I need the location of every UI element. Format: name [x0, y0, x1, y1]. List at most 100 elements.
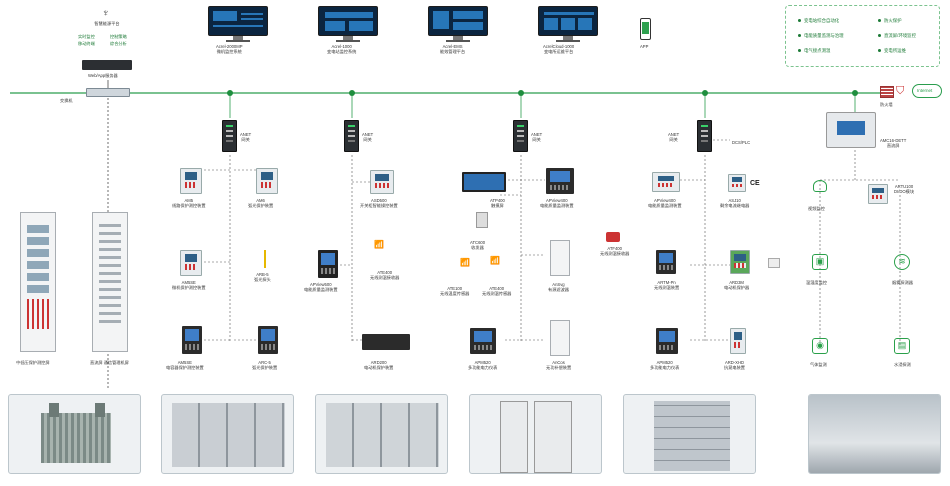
var-compensation-cabinet — [550, 320, 570, 356]
anti-sag-device — [730, 328, 746, 354]
bus-node — [702, 90, 708, 96]
device-label: 温湿度监控 — [806, 280, 827, 285]
server-icon — [82, 60, 132, 70]
monitor-icon — [208, 6, 268, 42]
transceiver-icon — [476, 212, 488, 228]
touch-screen — [462, 172, 506, 192]
arc-protection-device — [256, 168, 278, 194]
gateway-device — [697, 120, 712, 152]
smoke-detector-icon: ≋ — [894, 254, 910, 270]
cloud-tag: 控制策略 — [110, 34, 127, 39]
transformer-photo — [8, 394, 141, 474]
motor-protector — [730, 250, 750, 274]
legend-item: 电能质量监测与治理 — [798, 33, 844, 39]
shield-icon: ⛉ — [896, 85, 905, 97]
legend-item: 变电所运维 — [878, 48, 906, 54]
legend-item: 电气接点测温 — [798, 48, 830, 54]
gateway-device — [344, 120, 359, 152]
monitor-icon — [318, 6, 378, 42]
tower-icon: ♆ — [102, 8, 110, 19]
cloud-tag: 综合分析 — [110, 41, 127, 46]
dcs-label: DCS/PLC — [732, 140, 751, 145]
dc-panel-device — [826, 112, 876, 148]
cabinet — [20, 212, 56, 352]
power-meter — [470, 328, 496, 354]
gateway-device — [513, 120, 528, 152]
firewall-icon — [880, 86, 894, 98]
protection-relay — [180, 168, 202, 194]
switch-control-device — [370, 170, 394, 194]
residual-current-relay — [728, 174, 746, 192]
switchgear-photo — [315, 394, 448, 474]
cabinet-label: 中低压保护测控屏 — [16, 360, 50, 365]
wifi-icon: 📶 — [490, 256, 500, 265]
protection-relay — [180, 250, 202, 276]
temperature-device — [656, 250, 676, 274]
sensor-module-icon — [768, 258, 780, 268]
monitor-icon — [538, 6, 598, 42]
bus-node — [349, 90, 355, 96]
bus-node — [227, 90, 233, 96]
power-quality-meter — [546, 168, 574, 194]
internet-label: Internet — [917, 88, 933, 93]
active-filter-cabinet — [550, 240, 570, 276]
feature-legend: 变电站综合自动化 电能质量监测与治理 电气接点测温 防火保护 直流屏/环境监控 … — [785, 5, 940, 67]
internet-cloud-icon: Internet — [912, 84, 942, 98]
switchgear-photo — [161, 394, 294, 474]
bus-node — [518, 90, 524, 96]
wifi-icon: 📶 — [374, 240, 384, 249]
ce-mark-icon: CE — [750, 180, 760, 187]
legend-item: 直流屏/环境监控 — [878, 33, 916, 39]
io-module — [868, 184, 888, 204]
protection-relay — [182, 326, 202, 354]
app-label: APP — [640, 44, 649, 49]
power-quality-meter — [318, 250, 338, 278]
server-label: Web/App服务器 — [88, 73, 118, 78]
switch-icon — [86, 88, 130, 97]
lv-switchgear-photo — [623, 394, 756, 474]
device-label: 视频监控 — [808, 206, 825, 211]
gateway-device — [222, 120, 237, 152]
bus-node — [852, 90, 858, 96]
legend-item: 变电站综合自动化 — [798, 18, 839, 24]
power-quality-meter — [652, 172, 680, 192]
device-label: 烟雾探测器 — [892, 280, 913, 285]
gas-sensor-icon: ◉ — [812, 338, 828, 354]
arc-probe-icon — [264, 250, 266, 268]
legend-item: 防火保护 — [878, 18, 902, 24]
cloud-tag: 实时监控 — [78, 34, 95, 39]
substation-room-photo — [808, 394, 941, 474]
device-label: 水浸探测 — [894, 362, 911, 367]
firewall-label: 防火墙 — [880, 102, 893, 107]
water-leak-icon: ▤ — [894, 338, 910, 354]
cloud-tag: 移动终端 — [78, 41, 95, 46]
